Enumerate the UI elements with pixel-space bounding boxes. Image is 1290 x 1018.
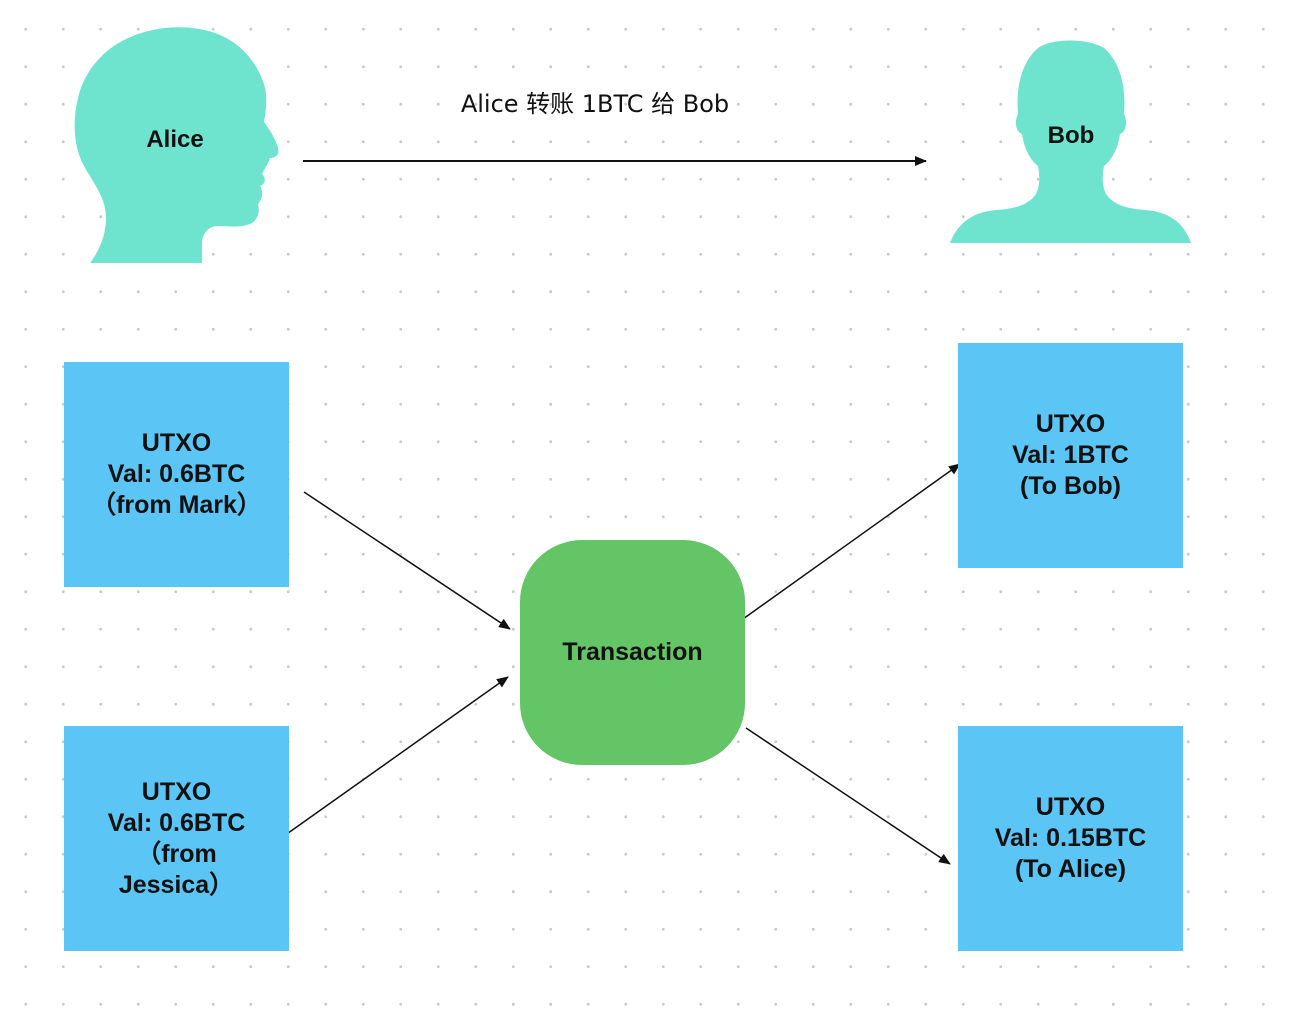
utxo-value: Val: 0.6BTC — [107, 460, 246, 488]
utxo-value: Val: 1BTC — [1012, 441, 1129, 469]
utxo-value: Val: 0.6BTC — [107, 808, 246, 837]
utxo-title: UTXO — [1035, 793, 1106, 821]
utxo-source: （from — [136, 839, 217, 868]
person-bust-icon — [950, 40, 1191, 243]
input-utxo-jessica: UTXO Val: 0.6BTC （from Jessica） — [64, 726, 289, 951]
transfer-label: Alice 转账 1BTC 给 Bob — [460, 90, 730, 118]
utxo-recipient: (To Bob) — [1020, 472, 1121, 500]
output-utxo-bob: UTXO Val: 1BTC (To Bob) — [958, 343, 1183, 568]
utxo-recipient: (To Alice) — [1014, 855, 1127, 883]
utxo-title: UTXO — [141, 777, 212, 806]
input-utxo-mark: UTXO Val: 0.6BTC （from Mark） — [64, 362, 289, 587]
input-arrow-mark — [303, 491, 511, 630]
utxo-title: UTXO — [141, 429, 212, 457]
output-utxo-alice: UTXO Val: 0.15BTC (To Alice) — [958, 726, 1183, 951]
alice-label: Alice — [146, 126, 204, 153]
output-arrow-bob — [735, 463, 961, 625]
transaction-node: Transaction — [520, 540, 745, 765]
utxo-source: （from Mark） — [91, 491, 262, 519]
alice-figure: Alice — [70, 22, 285, 267]
utxo-title: UTXO — [1035, 410, 1106, 438]
head-profile-icon — [74, 27, 279, 264]
bob-figure: Bob — [948, 34, 1193, 246]
utxo-value: Val: 0.15BTC — [994, 824, 1147, 852]
transaction-label: Transaction — [562, 638, 703, 666]
utxo-source-cont: Jessica） — [118, 870, 235, 899]
output-arrow-alice — [745, 727, 951, 865]
bob-label: Bob — [1047, 122, 1095, 149]
input-arrow-jessica — [283, 676, 509, 837]
